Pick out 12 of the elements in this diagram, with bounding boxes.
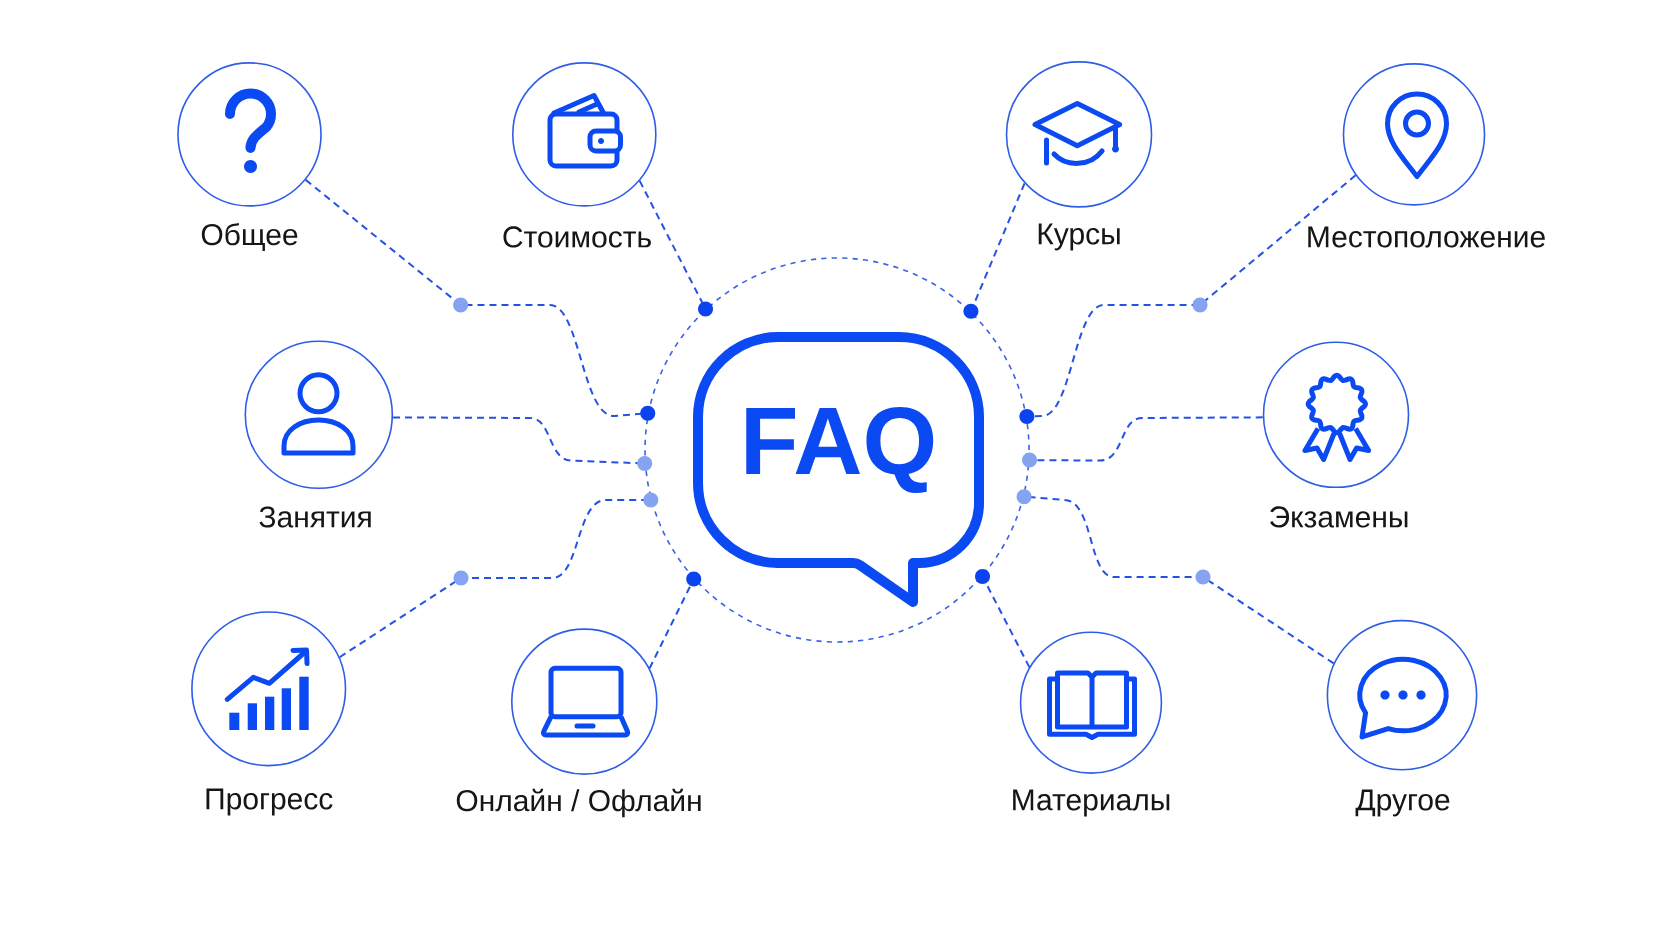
category-label: Прогресс bbox=[206, 788, 333, 816]
category-label: Общее bbox=[201, 223, 298, 251]
category-label: Стоимость bbox=[503, 226, 651, 248]
dashed-ring bbox=[644, 257, 1030, 643]
category-label: Материалы bbox=[1013, 789, 1170, 817]
category-label: Местоположение bbox=[1308, 226, 1545, 248]
category-label: Онлайн / Офлайн bbox=[456, 788, 701, 818]
category-label: Экзамены bbox=[1270, 506, 1408, 528]
category-label: Занятия bbox=[259, 506, 371, 528]
category-label: Другое bbox=[1355, 789, 1450, 817]
speech-bubble: FAQ bbox=[693, 332, 984, 607]
category-label: Курсы bbox=[1038, 223, 1120, 251]
